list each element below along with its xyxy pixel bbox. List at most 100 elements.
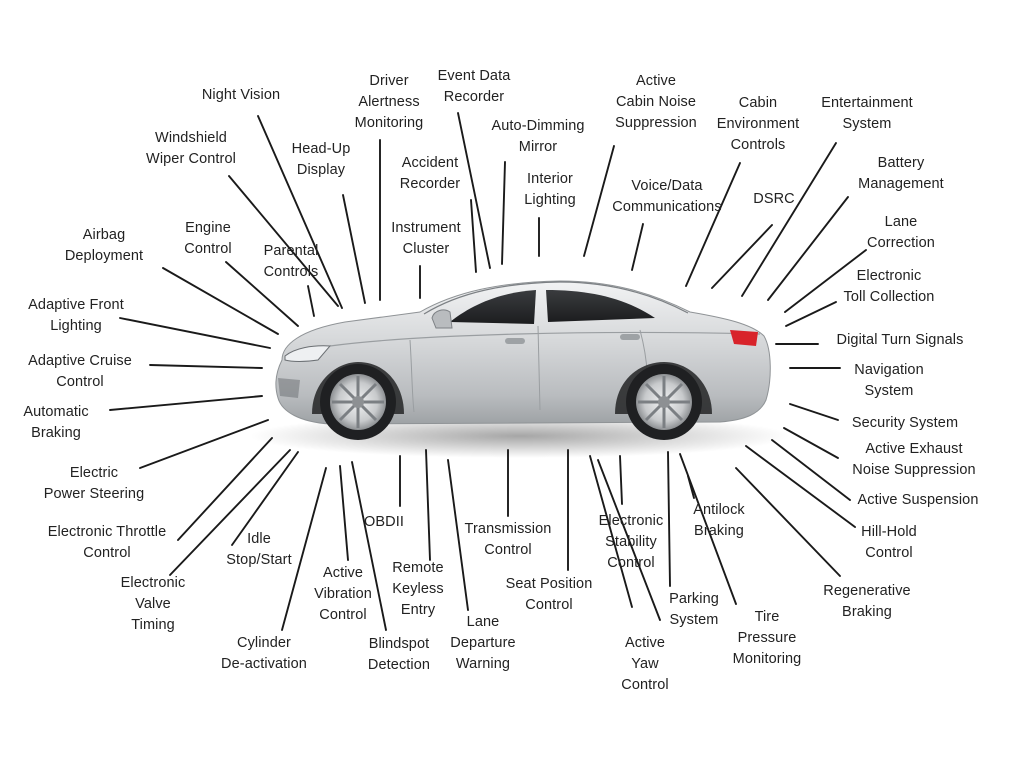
- label-line: Event Data: [437, 68, 511, 84]
- label-line: Control: [83, 545, 131, 561]
- label-line: Control: [484, 542, 532, 558]
- label-line: Display: [296, 162, 346, 178]
- label-line: Monitoring: [354, 115, 424, 131]
- label-line: Electronic: [120, 575, 186, 591]
- label-line: Accident: [401, 155, 459, 171]
- leader-line: [767, 196, 849, 301]
- label-line: Night Vision: [201, 87, 281, 103]
- leader-line: [425, 449, 431, 561]
- label-line: Deployment: [64, 248, 144, 264]
- label-line: Remote: [392, 560, 444, 576]
- label-line: Antilock: [693, 502, 745, 518]
- label-line: Parking: [669, 591, 719, 607]
- label-line: Active: [624, 635, 666, 651]
- label-line: Control: [607, 555, 655, 571]
- label-line: Alertness: [358, 94, 420, 110]
- label-line: Cylinder: [236, 635, 291, 651]
- label-line: Blindspot: [368, 636, 430, 652]
- leader-line: [745, 445, 856, 528]
- label-line: Hill-Hold: [861, 524, 917, 540]
- label-line: Management: [858, 176, 944, 192]
- label-line: Battery: [877, 155, 925, 171]
- leader-line: [139, 419, 269, 469]
- label-line: Valve: [135, 596, 171, 612]
- label-security-system: Security System: [852, 413, 958, 434]
- label-line: Instrument: [391, 220, 461, 236]
- leader-line: [149, 364, 263, 369]
- label-line: Active: [635, 73, 677, 89]
- leader-line: [457, 112, 491, 269]
- door-handle-front: [505, 338, 525, 344]
- leader-line: [169, 449, 291, 576]
- leader-line: [735, 467, 841, 577]
- leader-line: [342, 194, 366, 304]
- label-line: Communications: [612, 199, 722, 215]
- label-line: Driver: [369, 73, 409, 89]
- label-line: OBDII: [364, 514, 404, 530]
- label-line: Timing: [131, 617, 175, 633]
- label-line: Suppression: [615, 115, 697, 131]
- leader-line: [711, 224, 773, 289]
- leader-line: [447, 459, 469, 611]
- label-line: Adaptive Front: [28, 297, 124, 313]
- label-line: Recorder: [443, 89, 505, 105]
- label-line: Lighting: [524, 192, 576, 208]
- label-line: Security System: [851, 415, 959, 431]
- label-line: Auto-Dimming: [491, 118, 585, 134]
- label-line: Entry: [400, 602, 436, 618]
- label-line: Tire: [754, 609, 780, 625]
- label-line: Yaw: [631, 656, 659, 672]
- leader-line: [589, 455, 633, 608]
- label-line: Detection: [367, 657, 431, 673]
- leader-line: [109, 395, 263, 411]
- label-line: Head-Up: [291, 141, 351, 157]
- label-line: Active Exhaust: [865, 441, 963, 457]
- label-line: Keyless: [392, 581, 444, 597]
- leader-line: [685, 162, 741, 287]
- leader-line: [679, 453, 737, 605]
- leader-line: [231, 451, 299, 546]
- leader-line: [162, 267, 279, 335]
- label-line: Control: [525, 597, 573, 613]
- label-line: Lane: [466, 614, 500, 630]
- car-window-front: [450, 290, 536, 324]
- label-line: Entertainment: [821, 95, 913, 111]
- leader-line: [667, 451, 671, 587]
- leader-line: [789, 403, 839, 421]
- label-line: Electronic Throttle: [47, 524, 167, 540]
- car-taillight: [730, 330, 758, 346]
- label-line: Adaptive Cruise: [28, 353, 132, 369]
- label-line: Navigation: [854, 362, 924, 378]
- label-line: Correction: [867, 235, 935, 251]
- label-line: Airbag: [82, 227, 126, 243]
- label-line: System: [842, 116, 892, 132]
- label-line: Stop/Start: [226, 552, 292, 568]
- label-line: Stability: [605, 534, 657, 550]
- label-line: Controls: [263, 264, 319, 280]
